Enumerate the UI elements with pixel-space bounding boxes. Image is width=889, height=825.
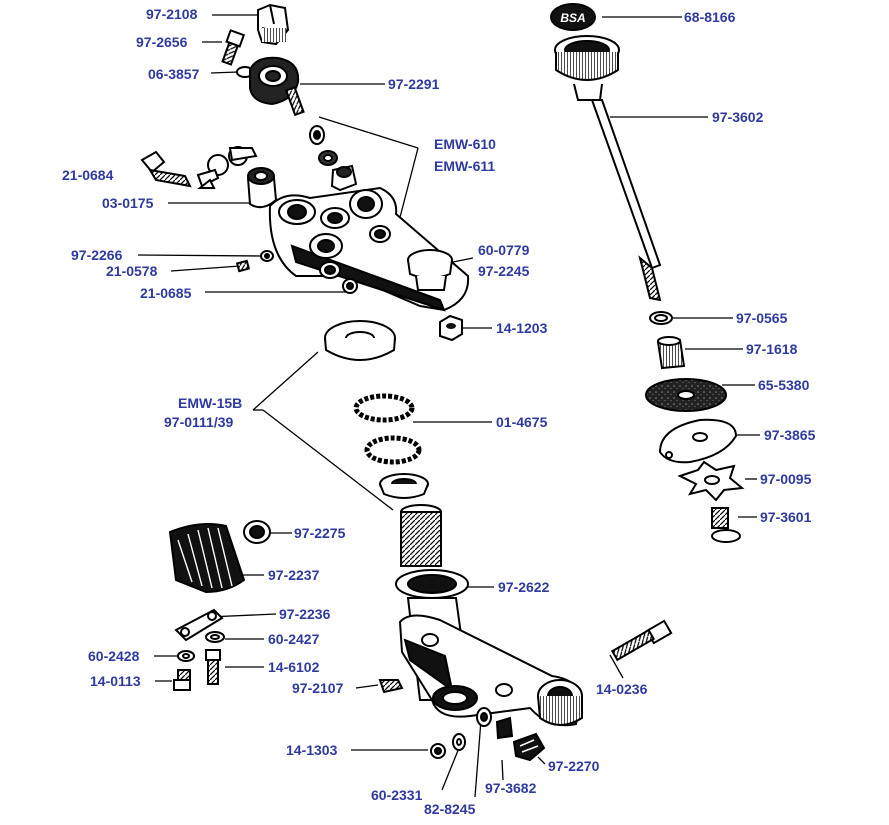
label-14-6102: 14-6102 — [268, 659, 320, 675]
label-EMW-611: EMW-611 — [434, 158, 496, 174]
label-97-2108: 97-2108 — [146, 6, 198, 22]
grub-97-2107 — [378, 679, 404, 694]
upper-steering-parts — [140, 3, 470, 342]
lock-barrel-03-0175 — [246, 167, 278, 209]
label-21-0578: 21-0578 — [106, 263, 158, 279]
damper-parts: BSA — [550, 3, 745, 543]
label-97-3682: 97-3682 — [485, 780, 537, 796]
bolt-14-0113 — [173, 669, 191, 691]
label-97-0565: 97-0565 — [736, 310, 788, 326]
spacer-97-1618 — [656, 336, 686, 370]
label-60-2331: 60-2331 — [371, 787, 423, 803]
knob-60-0779 — [407, 249, 453, 291]
label-21-0685: 21-0685 — [140, 285, 192, 301]
label-21-0684: 21-0684 — [62, 167, 114, 183]
label-97-3602: 97-3602 — [712, 109, 764, 125]
label-14-1303: 14-1303 — [286, 742, 338, 758]
label-97-0111-39: 97-0111/39 — [164, 414, 234, 430]
tab-97-2236 — [174, 608, 224, 642]
label-97-2275: 97-2275 — [294, 525, 346, 541]
label-14-0236: 14-0236 — [596, 681, 648, 697]
label-06-3857: 06-3857 — [148, 66, 200, 82]
label-97-3601: 97-3601 — [760, 509, 812, 525]
dust-cover-EMW-15B — [324, 320, 396, 361]
nut-97-2275 — [243, 520, 271, 544]
bolt-14-0236 — [610, 619, 673, 662]
label-97-2107: 97-2107 — [292, 680, 344, 696]
label-14-1203: 14-1203 — [496, 320, 548, 336]
cover-97-2237 — [168, 523, 246, 594]
damper-knob — [554, 35, 620, 101]
label-97-2656: 97-2656 — [136, 34, 188, 50]
keys — [196, 146, 258, 189]
label-14-0113: 14-0113 — [90, 673, 141, 689]
lower-steering-parts — [168, 320, 673, 762]
part-97-2270 — [512, 732, 546, 762]
label-EMW-610: EMW-610 — [434, 136, 496, 152]
bearing-cup — [379, 473, 429, 499]
label-97-1618: 97-1618 — [746, 341, 798, 357]
svg-text:BSA: BSA — [560, 11, 585, 25]
label-68-8166: 68-8166 — [684, 9, 736, 25]
bolt-21-0684 — [140, 150, 192, 188]
badge-68-8166 — [550, 3, 596, 31]
label-EMW-15B: EMW-15B — [178, 395, 243, 411]
label-03-0175: 03-0175 — [102, 195, 154, 211]
bolt-14-6102 — [205, 649, 221, 685]
label-97-2245: 97-2245 — [478, 263, 530, 279]
label-60-0779: 60-0779 — [478, 242, 530, 258]
clamp-97-2291 — [249, 56, 305, 117]
label-97-2622: 97-2622 — [498, 579, 550, 595]
screw-97-3601 — [711, 507, 741, 543]
ball-bearings-01-4675 — [353, 393, 422, 465]
label-60-2427: 60-2427 — [268, 631, 320, 647]
label-97-3865: 97-3865 — [764, 427, 816, 443]
bolt-97-2656 — [221, 29, 246, 66]
label-01-4675: 01-4675 — [496, 414, 548, 430]
label-97-2237: 97-2237 — [268, 567, 320, 583]
steering-stem-97-2622 — [395, 504, 583, 727]
label-97-0095: 97-0095 — [760, 471, 812, 487]
label-97-2270: 97-2270 — [548, 758, 600, 774]
label-97-2236: 97-2236 — [279, 606, 331, 622]
label-97-2291: 97-2291 — [388, 76, 440, 92]
label-97-2266: 97-2266 — [71, 247, 123, 263]
label-82-8245: 82-8245 — [424, 801, 476, 817]
label-60-2428: 60-2428 — [88, 648, 140, 664]
damper-rod-97-3602 — [590, 99, 662, 302]
cap-nut-97-2108 — [257, 3, 290, 46]
label-65-5380: 65-5380 — [758, 377, 810, 393]
top-yoke — [268, 186, 470, 312]
